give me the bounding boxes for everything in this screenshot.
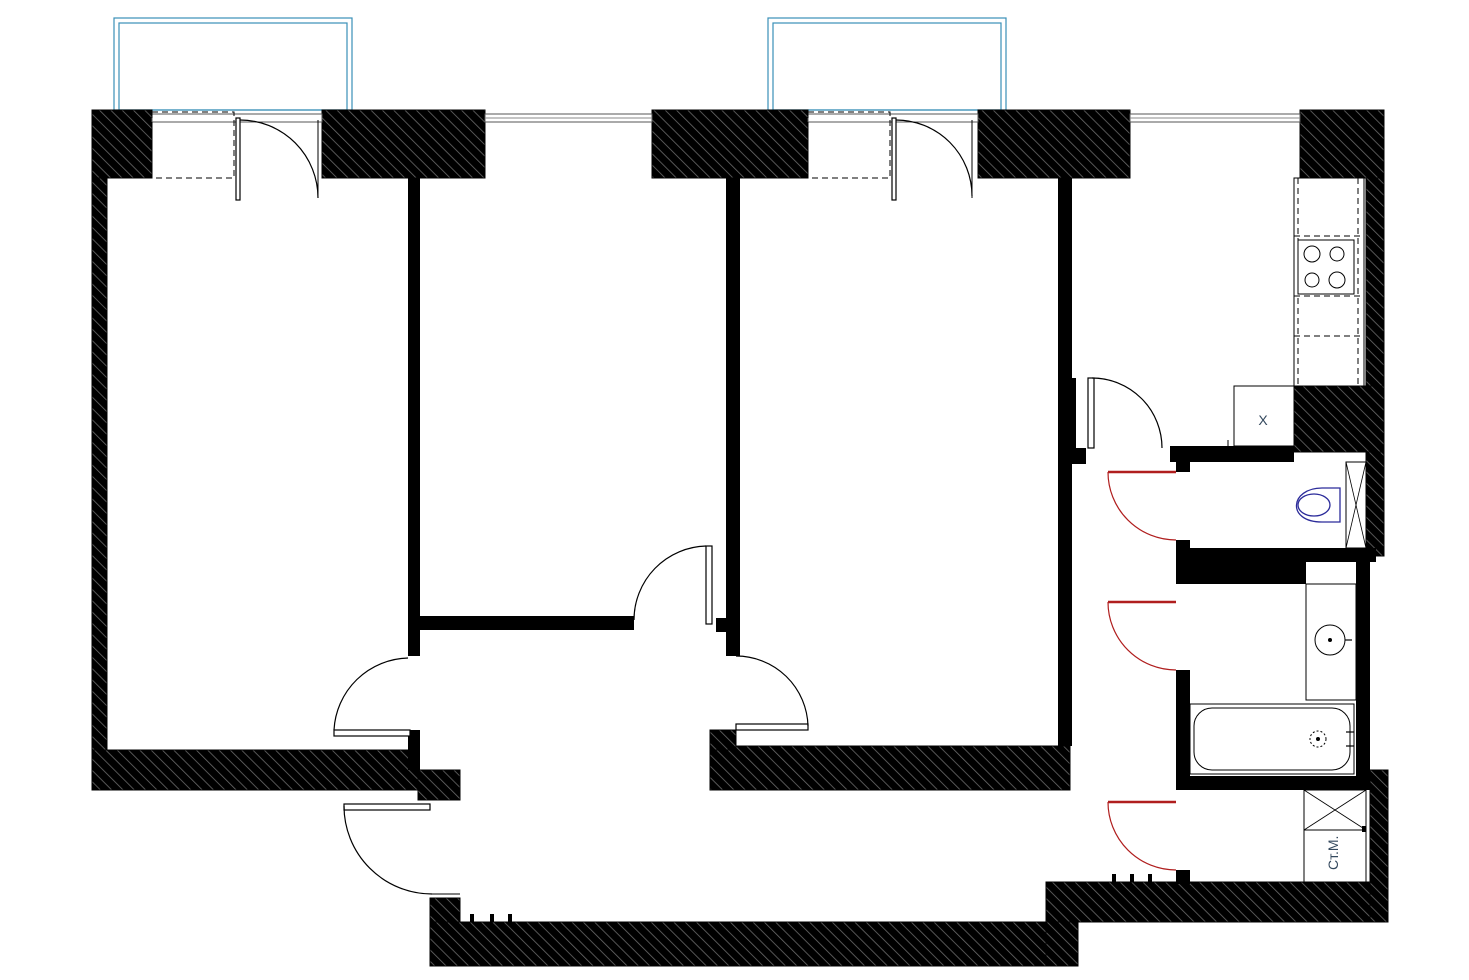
balcony-right (767, 17, 1007, 111)
wall-top-2 (321, 109, 486, 179)
balcony-niche-right (807, 111, 891, 179)
wall-kitchen-corner (1293, 385, 1385, 453)
door-bathroom (1107, 600, 1177, 671)
wall-top-5 (1299, 109, 1385, 179)
balcony-left (113, 17, 353, 111)
door-balcony-left (235, 117, 319, 201)
interior-walls (408, 178, 1376, 884)
door-entrance (343, 799, 460, 895)
radiator-marks (470, 874, 1152, 922)
wall-left (91, 177, 108, 791)
door-balcony-right (891, 117, 973, 201)
wall-top-3 (651, 109, 809, 179)
stove-icon (1297, 239, 1355, 295)
wall-room3-bottom-jamb (709, 729, 737, 751)
washing-machine-icon: Ст.М. (1303, 789, 1367, 883)
washer-label: Ст.М. (1325, 836, 1341, 870)
fridge: X (1227, 385, 1295, 450)
sink-icon (1305, 583, 1357, 701)
bathtub-icon (1189, 703, 1355, 775)
wall-right-lower (1369, 769, 1389, 923)
door-laundry (1107, 800, 1177, 871)
wall-bottom-left (91, 749, 419, 791)
wall-top-1 (91, 109, 153, 179)
door-room-3 (735, 655, 809, 731)
door-room-1 (333, 657, 411, 737)
wall-room3-bottom (709, 745, 1071, 791)
fridge-label: X (1258, 412, 1268, 428)
toilet-icon (1295, 461, 1367, 549)
exterior-walls (91, 109, 1389, 967)
wall-top-4 (977, 109, 1131, 179)
door-room-2 (633, 545, 713, 625)
door-kitchen (1087, 377, 1163, 449)
wall-bottom (429, 921, 1079, 967)
wall-right-kitchen (1365, 177, 1385, 557)
door-toilet (1107, 470, 1177, 541)
balcony-niche-left (151, 111, 235, 179)
wall-bottom-left-step (417, 769, 461, 801)
wall-bottom-right (1045, 881, 1389, 923)
